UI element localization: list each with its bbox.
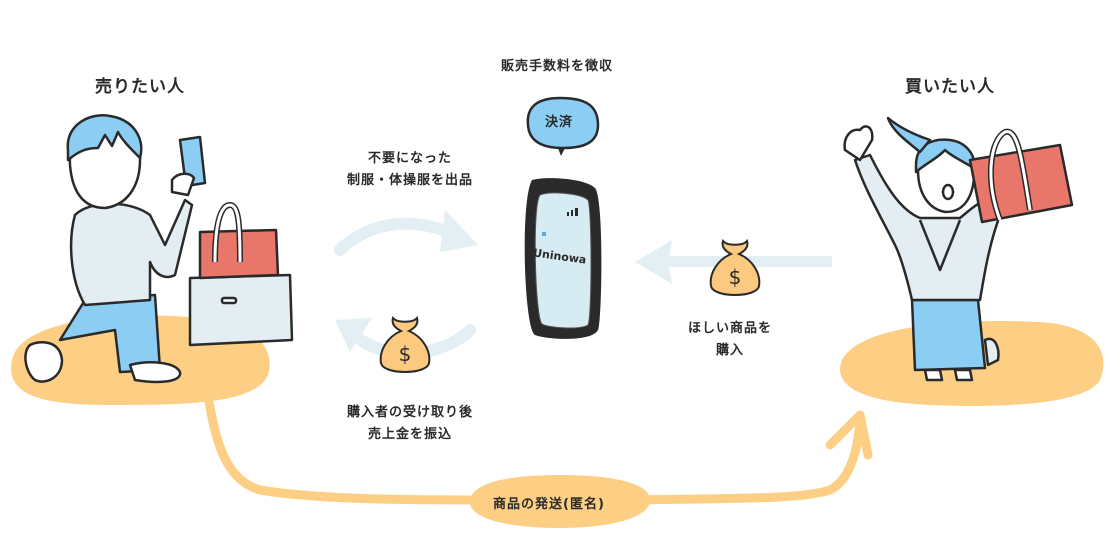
shipping-arrow [203, 390, 873, 505]
listing-caption: 不要になった 制服・体操服を出品 [330, 148, 490, 192]
payout-caption: 購入者の受け取り後 売上金を振込 [325, 402, 495, 446]
purchase-caption: ほしい商品を 購入 [670, 318, 790, 362]
listing-arrow [334, 210, 478, 256]
fee-label: 販売手数料を徴収 [501, 59, 614, 74]
seller-label: 売りたい人 [95, 77, 185, 97]
dollar-symbol: $ [399, 342, 412, 366]
buyer-illustration [843, 116, 1074, 382]
smartphone-icon [524, 178, 602, 339]
payout-caption-line2: 売上金を振込 [367, 427, 452, 442]
shipping-label: 商品の発送(匿名) [493, 497, 605, 512]
settlement-bubble-label: 決済 [545, 115, 574, 130]
purchase-caption-line1: ほしい商品を [687, 321, 772, 336]
buyer-label: 買いたい人 [905, 77, 995, 97]
money-bag-icon: $ [379, 315, 431, 373]
listing-caption-line1: 不要になった [367, 151, 452, 166]
seller-illustration [24, 114, 294, 384]
purchase-caption-line2: 購入 [715, 343, 744, 358]
dollar-symbol: $ [729, 265, 742, 289]
payout-caption-line1: 購入者の受け取り後 [346, 405, 473, 420]
settlement-bubble [526, 96, 600, 156]
money-bag-icon: $ [709, 238, 761, 296]
shipping-label-blob [470, 475, 650, 528]
listing-caption-line2: 制服・体操服を出品 [346, 173, 473, 188]
